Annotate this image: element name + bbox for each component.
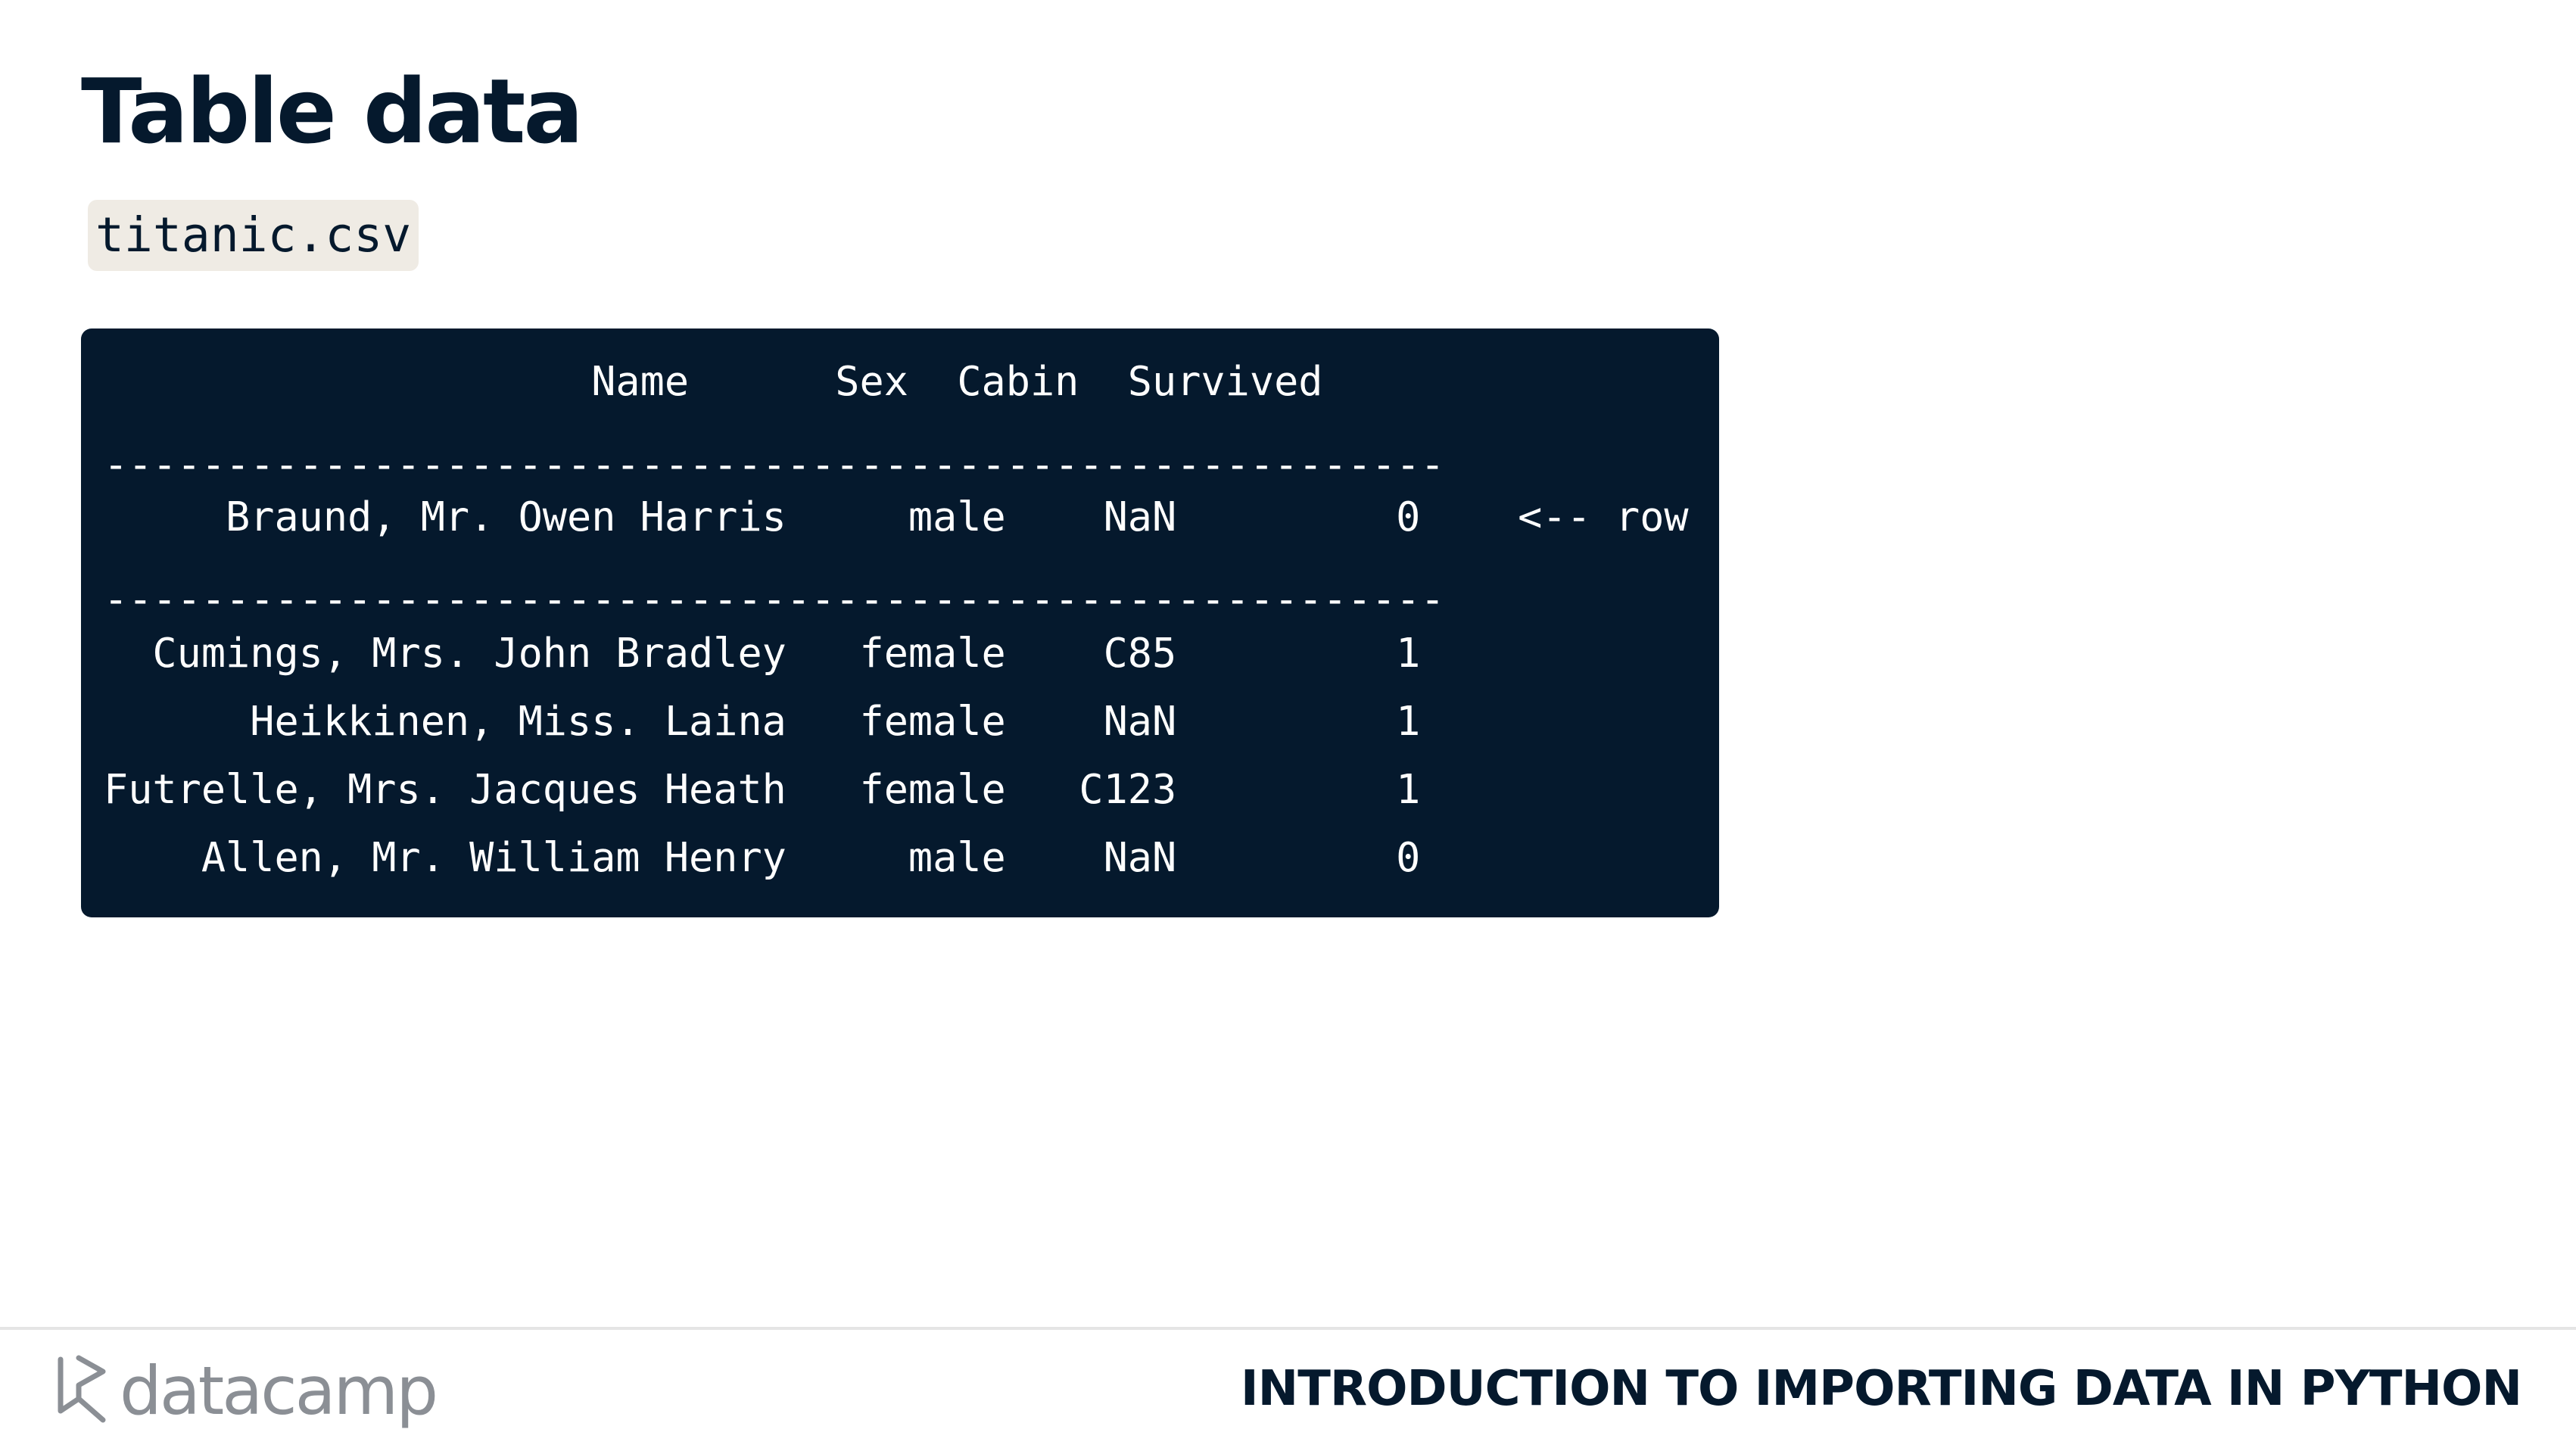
table-row-line: Allen, Mr. William Henry male NaN 0 <box>104 833 1421 881</box>
brand-name: datacamp <box>120 1352 438 1430</box>
code-output-block: Name Sex Cabin Survived ----------------… <box>81 328 1719 917</box>
slide-title: Table data <box>81 59 584 163</box>
table-row-line: Cumings, Mrs. John Bradley female C85 1 <box>104 629 1421 677</box>
table-header-line: Name Sex Cabin Survived <box>104 357 1323 405</box>
separator-line: ----------------------------------------… <box>104 441 1445 488</box>
datacamp-logo-icon <box>58 1355 106 1423</box>
course-title: INTRODUCTION TO IMPORTING DATA IN PYTHON <box>1240 1361 2522 1417</box>
highlighted-row-line: Braund, Mr. Owen Harris male NaN 0 <-- r… <box>104 493 1689 540</box>
table-row-line: Futrelle, Mrs. Jacques Heath female C123… <box>104 765 1421 813</box>
footer-divider <box>0 1327 2576 1330</box>
file-name-code-chip: titanic.csv <box>88 200 419 271</box>
datacamp-brand: datacamp <box>53 1350 438 1433</box>
separator-line: ----------------------------------------… <box>104 575 1445 623</box>
table-row-line: Heikkinen, Miss. Laina female NaN 1 <box>104 697 1421 745</box>
